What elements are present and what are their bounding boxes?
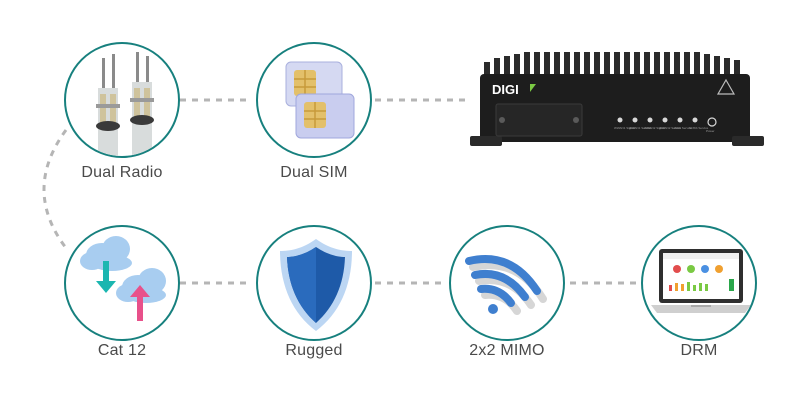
dual-radio-circle xyxy=(64,42,180,158)
router-device-icon: DIGI WWAN1 Signal WWAN1 Service WWAN2 Si… xyxy=(470,52,764,146)
dual-radio-label: Dual Radio xyxy=(81,164,163,181)
led-label: GNSS Service xyxy=(689,126,709,130)
laptop-dashboard-icon xyxy=(651,249,751,313)
rugged-label: Rugged xyxy=(285,342,343,359)
connector-radio-cat12 xyxy=(42,129,68,249)
cat12-label: Cat 12 xyxy=(97,342,147,359)
mimo-circle xyxy=(449,225,565,341)
cat12-circle xyxy=(64,225,180,341)
dual-sim-label: Dual SIM xyxy=(280,164,348,181)
cell-tower-icon xyxy=(96,52,154,156)
rugged-circle xyxy=(256,225,372,341)
shield-icon xyxy=(280,239,352,331)
led-label: WWAN1 Signal xyxy=(614,126,635,130)
sim-card-icon xyxy=(285,61,355,139)
led-label: WWAN2 Signal xyxy=(644,126,665,130)
wifi-signal-icon xyxy=(465,255,547,315)
drm-circle xyxy=(641,225,757,341)
led-label: WWAN2 Service xyxy=(659,126,682,130)
led-label: Power xyxy=(706,129,715,133)
dual-sim-circle xyxy=(256,42,372,158)
router-brand: DIGI xyxy=(492,82,519,97)
led-label: Wi-Fi Service xyxy=(674,126,692,130)
cloud-up-down-icon xyxy=(80,236,166,321)
led-label: WWAN1 Service xyxy=(629,126,652,130)
mimo-label: 2x2 MIMO xyxy=(469,342,545,359)
drm-label: DRM xyxy=(680,342,718,359)
